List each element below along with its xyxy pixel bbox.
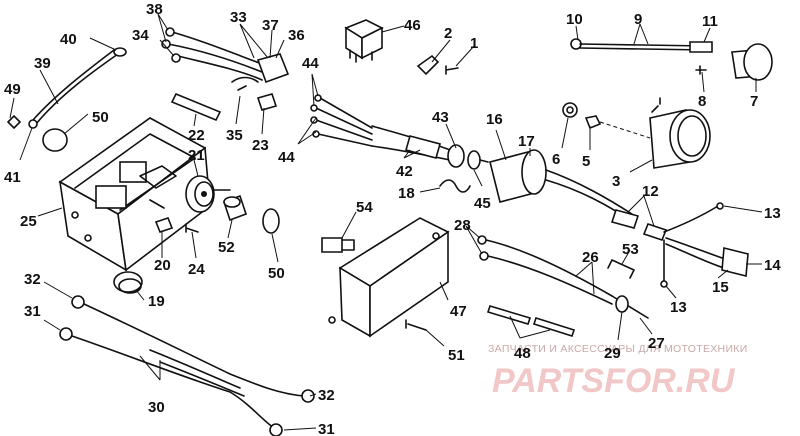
part-label-25: 25 <box>20 213 37 230</box>
part-label-44b: 44 <box>278 149 295 166</box>
part-label-38: 38 <box>146 1 163 18</box>
part-label-2: 2 <box>444 25 452 42</box>
watermark-caption: ЗАПЧАСТИ И АКСЕССУАРЫ ДЛЯ МОТОТЕХНИКИ <box>488 343 748 355</box>
part-label-22: 22 <box>188 127 205 144</box>
sleeve-wire-part <box>610 209 668 241</box>
connector-part <box>256 93 278 111</box>
part-label-46: 46 <box>404 17 421 34</box>
clip-part <box>154 217 174 233</box>
harness-top-part <box>161 27 290 91</box>
part-label-33: 33 <box>230 9 247 26</box>
part-label-3: 3 <box>612 173 620 190</box>
mounting-plate-part <box>328 217 450 338</box>
part-label-35: 35 <box>226 127 243 144</box>
part-label-5: 5 <box>582 153 590 170</box>
tubes-part <box>486 305 576 337</box>
screw-part <box>185 223 199 233</box>
part-label-44a: 44 <box>302 55 319 72</box>
bolt-part <box>321 237 355 253</box>
part-label-50b: 50 <box>268 265 285 282</box>
bulb-part <box>584 115 602 130</box>
wire-clip-part <box>607 259 635 279</box>
part-label-24: 24 <box>188 261 205 278</box>
part-label-26: 26 <box>582 249 599 266</box>
harness-right-part <box>660 202 749 288</box>
part-label-1: 1 <box>470 35 478 52</box>
top-wire-part <box>570 38 713 53</box>
plug-part <box>489 149 633 223</box>
part-label-29: 29 <box>604 345 621 362</box>
grommet-part <box>447 144 489 170</box>
part-label-21: 21 <box>188 147 205 164</box>
clamp-part <box>113 271 143 294</box>
part-label-11: 11 <box>702 13 718 30</box>
part-label-54: 54 <box>356 199 373 216</box>
watermark-logo: PARTSFOR.RU <box>492 362 736 400</box>
part-label-28: 28 <box>454 217 471 234</box>
part-label-43: 43 <box>432 109 449 126</box>
tube-part <box>170 92 222 122</box>
part-label-12: 12 <box>642 183 659 200</box>
part-label-31a: 31 <box>24 303 41 320</box>
part-label-39: 39 <box>34 55 51 72</box>
watermark: ЗАПЧАСТИ И АКСЕССУАРЫ ДЛЯ МОТОТЕХНИКИ PA… <box>488 343 748 400</box>
screw-part <box>405 319 427 331</box>
harness-fan-part <box>310 94 451 161</box>
part-label-13b: 13 <box>670 299 687 316</box>
part-label-13a: 13 <box>764 205 781 222</box>
part-label-7: 7 <box>750 93 758 110</box>
part-number-labels: 1 2 3 5 6 7 8 9 10 11 12 13 13 14 15 16 … <box>4 1 781 436</box>
relay-part <box>344 19 384 63</box>
nut-part <box>562 102 578 118</box>
part-label-32b: 32 <box>318 387 335 404</box>
part-label-49: 49 <box>4 81 21 98</box>
part-label-45: 45 <box>474 195 491 212</box>
part-label-20: 20 <box>154 257 171 274</box>
part-label-18: 18 <box>398 185 415 202</box>
part-label-52: 52 <box>218 239 235 256</box>
part-label-37: 37 <box>262 17 279 34</box>
battery-cable-part <box>59 295 315 436</box>
part-label-51: 51 <box>448 347 465 364</box>
part-label-9: 9 <box>634 11 642 28</box>
part-label-34: 34 <box>132 27 149 44</box>
leader-dashed <box>599 121 651 139</box>
part-label-32a: 32 <box>24 271 41 288</box>
part-label-31b: 31 <box>318 421 335 436</box>
part-label-40: 40 <box>60 31 77 48</box>
spring-clip-part <box>439 179 471 193</box>
part-label-36: 36 <box>288 27 305 44</box>
part-label-48: 48 <box>514 345 531 362</box>
part-label-50a: 50 <box>92 109 109 126</box>
part-label-41: 41 <box>4 169 21 186</box>
coil-part <box>185 175 231 213</box>
part-label-53: 53 <box>622 241 639 258</box>
socket-part <box>695 43 773 81</box>
part-label-30: 30 <box>148 399 165 416</box>
washer-part <box>42 128 280 234</box>
part-label-8: 8 <box>698 93 706 110</box>
part-label-14: 14 <box>764 257 781 274</box>
part-label-10: 10 <box>566 11 583 28</box>
part-label-16: 16 <box>486 111 503 128</box>
part-label-17: 17 <box>518 133 535 150</box>
screw-part <box>445 65 459 75</box>
part-label-47: 47 <box>450 303 467 320</box>
leader-lines <box>9 13 763 431</box>
part-label-42: 42 <box>396 163 413 180</box>
part-label-27: 27 <box>648 335 665 352</box>
sleeve-part <box>222 194 248 222</box>
part-label-6: 6 <box>552 151 560 168</box>
ground-strap-part <box>7 47 127 129</box>
part-label-23: 23 <box>252 137 269 154</box>
part-label-19: 19 <box>148 293 165 310</box>
part-label-15: 15 <box>712 279 729 296</box>
lower-wire-part <box>477 235 649 319</box>
gauge-part <box>649 97 711 169</box>
module-box-part <box>58 117 211 272</box>
